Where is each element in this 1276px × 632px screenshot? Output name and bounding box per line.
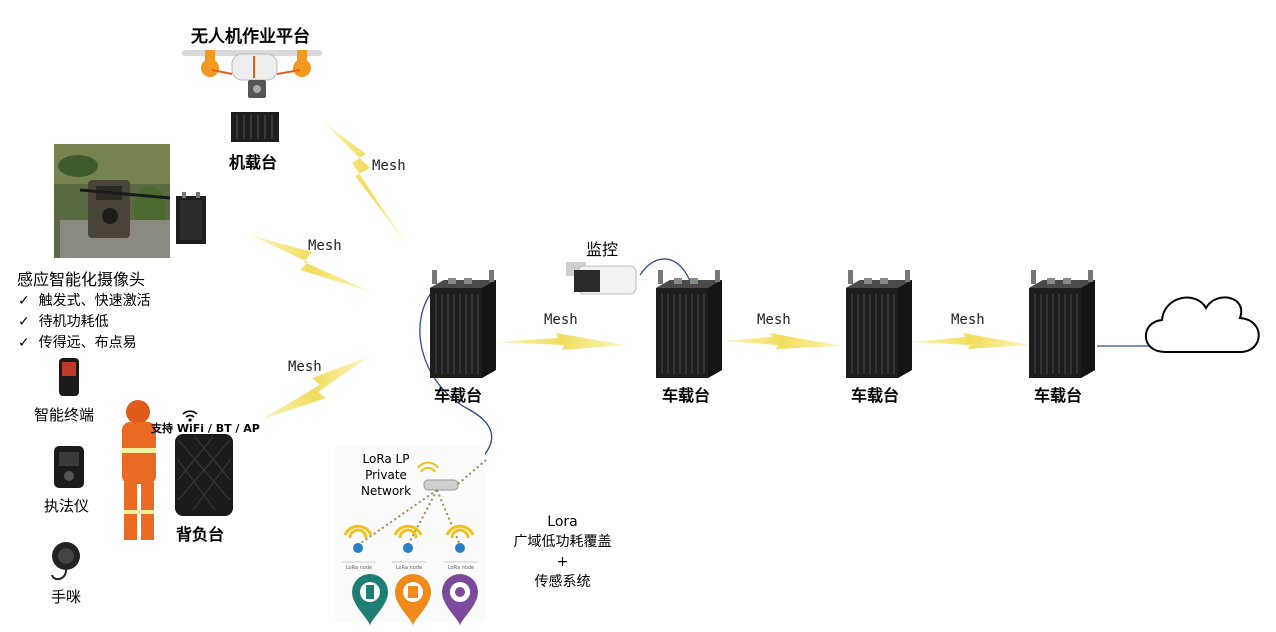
vehicle-radio-3 (845, 269, 913, 379)
vehicle-label-3: 车载台 (851, 386, 900, 405)
check-icon: ✓ (18, 314, 30, 330)
lora-net-line-2: Private (365, 468, 407, 482)
lora-net-line-1: LoRa LP (362, 452, 410, 466)
lora-desc-line-2: 广域低功耗覆盖 (513, 534, 612, 550)
vehicle-radio-2 (655, 269, 723, 379)
backpack-station-label: 背负台 (176, 525, 225, 544)
check-icon: ✓ (18, 293, 30, 309)
camera-feature-item: ✓ 触发式、快速激活 (18, 291, 151, 312)
mesh-link-bolt-v2-v3 (722, 333, 842, 349)
smart-terminal-label: 智能终端 (34, 406, 95, 424)
lora-node-2-icon (393, 524, 423, 553)
surveillance-camera-icon (566, 262, 637, 295)
lora-description: Lora 广域低功耗覆盖 + 传感系统 (500, 512, 625, 592)
smart-terminal-icon (59, 358, 79, 396)
monitor-label: 监控 (586, 240, 619, 259)
mesh-label-camera: Mesh (308, 238, 342, 254)
mesh-label-uav: Mesh (372, 158, 406, 174)
mesh-label-v2-v3: Mesh (757, 312, 791, 328)
cloud-icon (1144, 296, 1260, 353)
lora-node-1-icon (343, 524, 373, 553)
lora-desc-line-3: + (556, 554, 569, 570)
handheld-mic-icon (51, 542, 80, 581)
lora-network-illustration: LoRa node LoRa node LoRa node (335, 446, 487, 626)
mesh-link-bolt-v3-v4 (910, 333, 1030, 349)
vehicle-label-1: 车载台 (434, 386, 483, 405)
mesh-link-bolt-uav (323, 122, 408, 246)
mesh-label-backpack: Mesh (288, 359, 322, 375)
backpack-wifi-note: 支持 WiFi / BT / AP (151, 422, 260, 435)
camera-feature-text: 待机功耗低 (38, 314, 109, 330)
law-enforcement-recorder-icon (54, 446, 84, 488)
camera-feature-item: ✓ 待机功耗低 (18, 312, 151, 333)
lora-node-3-icon (445, 524, 475, 553)
lora-desc-line-4: 传感系统 (534, 574, 591, 590)
cable-monitor-to-vehicle (639, 258, 693, 287)
lora-node-caption-1: LoRa node (346, 565, 372, 571)
wifi-icon (182, 410, 198, 422)
check-icon: ✓ (18, 335, 30, 351)
mesh-link-bolt-v1-v2 (495, 333, 625, 350)
vehicle-label-4: 车载台 (1034, 386, 1083, 405)
airborne-station-label: 机载台 (229, 153, 278, 172)
firefighter-icon (122, 400, 156, 540)
mesh-label-v1-v2: Mesh (544, 312, 578, 328)
camera-feature-text: 传得远、布点易 (38, 335, 137, 351)
sensor-pin-orange-icon (395, 574, 431, 626)
camera-feature-list: ✓ 触发式、快速激活 ✓ 待机功耗低 ✓ 传得远、布点易 (18, 291, 151, 354)
lora-node-caption-3: LoRa node (448, 565, 474, 571)
vehicle-radio-1 (429, 269, 497, 379)
camera-feature-item: ✓ 传得远、布点易 (18, 333, 151, 354)
smart-camera-title: 感应智能化摄像头 (17, 270, 146, 289)
lora-gateway-icon (417, 461, 459, 491)
backpack-radio-icon (175, 434, 233, 516)
sensor-pin-teal-icon (352, 574, 388, 626)
lora-node-caption-2: LoRa node (396, 565, 422, 571)
lora-net-line-3: Network (360, 484, 412, 498)
vehicle-radio-4 (1028, 269, 1096, 379)
mic-label: 手咪 (51, 588, 82, 606)
recorder-label: 执法仪 (44, 497, 90, 515)
camera-radio-icon (176, 192, 206, 244)
drone-icon (182, 50, 322, 98)
mesh-link-bolt-backpack (260, 357, 368, 420)
cable-vehicle-to-lora (419, 286, 493, 463)
trail-camera-photo (54, 144, 171, 258)
lora-desc-line-1: Lora (547, 514, 578, 530)
vehicle-label-2: 车载台 (662, 386, 711, 405)
lora-private-network-label: LoRa LP Private Network (358, 451, 414, 499)
mesh-label-v3-v4: Mesh (951, 312, 985, 328)
camera-feature-text: 触发式、快速激活 (38, 293, 151, 309)
uav-platform-title: 无人机作业平台 (191, 27, 310, 47)
sensor-pin-purple-icon (442, 574, 478, 626)
airborne-radio-icon (231, 112, 279, 142)
